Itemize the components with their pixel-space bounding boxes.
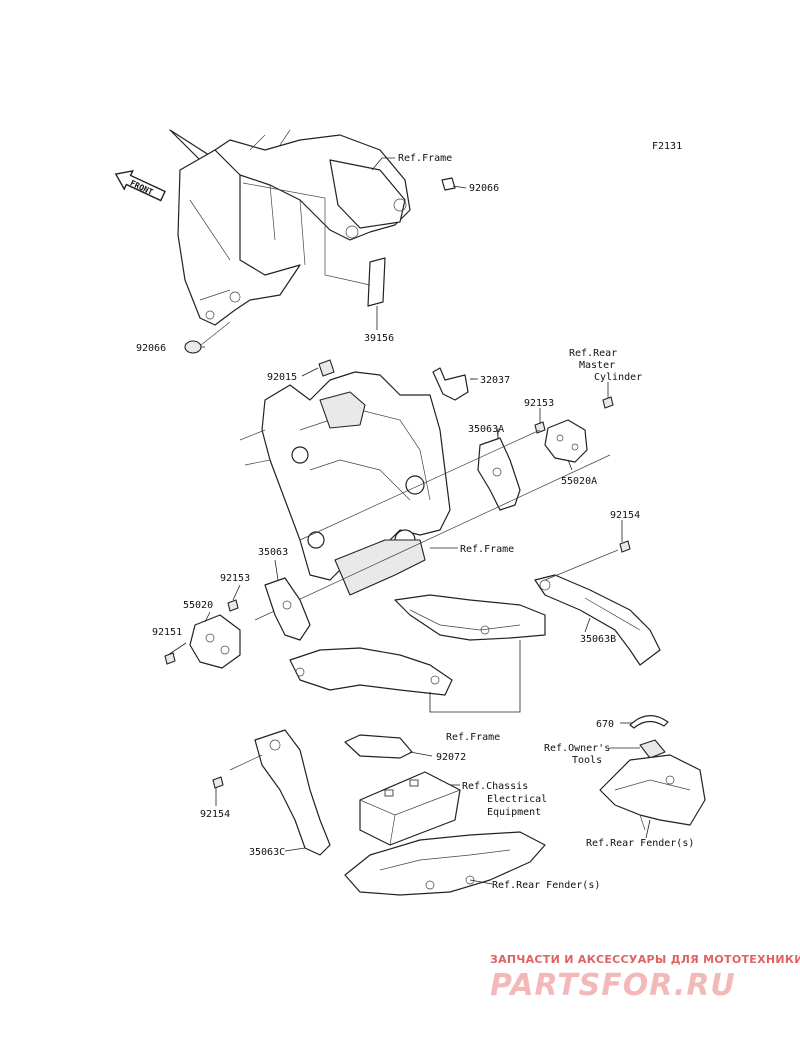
front-direction-arrow: FRONT	[114, 169, 166, 202]
label-92015: 92015	[267, 372, 297, 383]
label-35063A: 35063A	[468, 424, 504, 435]
label-ref-rear-master-3: Cylinder	[594, 372, 642, 383]
part-32037-bracket	[432, 367, 475, 401]
label-92153-b: 92153	[220, 573, 250, 584]
rear-fender-tray	[344, 831, 546, 896]
figure-id: F2131	[652, 141, 682, 152]
label-92072: 92072	[436, 752, 466, 763]
label-55020: 55020	[183, 600, 213, 611]
part-bolt-top-right	[602, 396, 614, 409]
label-92066-b: 92066	[136, 343, 166, 354]
label-ref-rear-master-1: Ref.Rear	[569, 348, 617, 359]
label-92153-a: 92153	[524, 398, 554, 409]
part-55020-heel-guard	[189, 614, 241, 669]
part-35063-footrest-bracket	[264, 577, 311, 641]
part-55020A-heel-guard	[544, 419, 588, 463]
label-ref-rear-master-2: Master	[579, 360, 615, 371]
front-fairing-bracket	[177, 149, 301, 326]
label-35063C: 35063C	[249, 847, 285, 858]
label-670: 670	[596, 719, 614, 730]
rear-fender-inner	[599, 754, 706, 831]
part-92066-grommet-top	[441, 177, 456, 191]
part-92153-bolt-left	[227, 599, 239, 612]
frame-rail-right	[394, 594, 546, 641]
ref-frame-leader-low	[429, 640, 521, 713]
part-labels: F2131 Ref.Frame 92066 92066 39156 Ref.Re…	[136, 141, 694, 891]
label-35063: 35063	[258, 547, 288, 558]
owners-tools-pouch	[639, 739, 666, 759]
part-92072-battery-holder	[344, 734, 413, 759]
part-92154-bolt-right	[619, 540, 631, 553]
upper-frame-assembly	[169, 129, 411, 300]
watermark-tagline: ЗАПЧАСТИ И АКСЕССУАРЫ ДЛЯ МОТОТЕХНИКИ	[490, 953, 800, 966]
part-670-strap	[629, 715, 669, 729]
main-frame	[239, 371, 451, 596]
watermark-logo: PARTSFOR.RU	[490, 968, 736, 1003]
label-ref-frame-mid: Ref.Frame	[460, 544, 514, 555]
label-32037: 32037	[480, 375, 510, 386]
part-35063A-footrest-bracket	[477, 429, 521, 511]
part-92154-bolt-left	[212, 776, 224, 789]
assembly-axis-line-mid	[254, 454, 611, 621]
watermark: ЗАПЧАСТИ И АКСЕССУАРЫ ДЛЯ МОТОТЕХНИКИ PA…	[490, 953, 800, 1003]
part-35063B-passenger-footrest-bracket	[534, 549, 661, 666]
label-92154-a: 92154	[610, 510, 640, 521]
part-92015-nut	[318, 359, 335, 377]
battery	[359, 771, 461, 846]
label-ref-frame-top: Ref.Frame	[398, 153, 452, 164]
label-ref-chassis-2: Electrical	[487, 794, 547, 805]
label-92151: 92151	[152, 627, 182, 638]
label-ref-rear-fender-a: Ref.Rear Fender(s)	[586, 838, 694, 849]
label-ref-frame-low: Ref.Frame	[446, 732, 500, 743]
label-35063B: 35063B	[580, 634, 616, 645]
part-92066-grommet-left	[184, 321, 231, 354]
frame-rail-left	[289, 647, 453, 696]
part-39156-label-sticker	[242, 182, 386, 307]
label-ref-rear-fender-b: Ref.Rear Fender(s)	[492, 880, 600, 891]
label-39156: 39156	[364, 333, 394, 344]
label-92066-a: 92066	[469, 183, 499, 194]
part-35063C-passenger-footrest-bracket	[229, 729, 331, 856]
label-ref-chassis-1: Ref.Chassis	[462, 781, 528, 792]
assembly-axis-line-upper	[299, 429, 541, 541]
part-92151-bolt	[164, 652, 176, 665]
label-92154-b: 92154	[200, 809, 230, 820]
label-ref-owners-tools-1: Ref.Owner's	[544, 743, 610, 754]
label-55020A: 55020A	[561, 476, 597, 487]
leader-lines	[167, 157, 651, 885]
label-ref-owners-tools-2: Tools	[572, 755, 602, 766]
label-ref-chassis-3: Equipment	[487, 807, 541, 818]
